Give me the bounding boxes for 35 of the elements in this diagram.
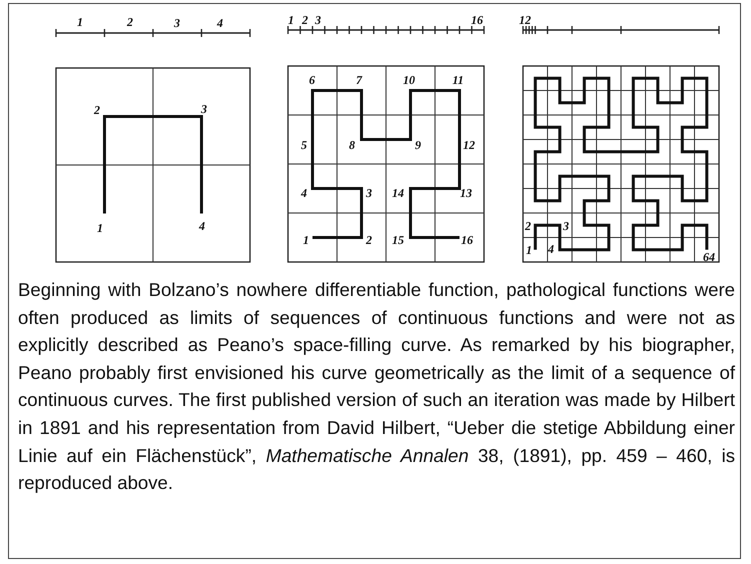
curve-point-number: 11 — [452, 74, 464, 86]
scale-number: 2 — [127, 16, 133, 28]
curve-point-number: 13 — [460, 187, 472, 199]
curve-point-number: 15 — [392, 234, 404, 246]
curve-point-number: 14 — [392, 187, 404, 199]
curve-point-number: 16 — [461, 234, 473, 246]
curve-point-number: 12 — [463, 139, 475, 151]
curve-point-number: 2 — [525, 220, 531, 232]
curve-point-number: 2 — [366, 234, 372, 246]
scale-number: 3 — [315, 14, 321, 26]
curve-point-number: 64 — [703, 251, 715, 263]
figure-caption: Beginning with Bolzano’s nowhere differentiable function, pathological functions were often produced as limits of sequences of continuous functions and were not as explicitly described as Peano’s space-filling curve. As remarked by his biographer, Peano probably first envisioned his curve geometrically as the limit of a sequence of continuous curves. The first published version of such an iteration was made by Hilbert in 1891 and his representation from David Hilbert, “Ueber die stetige Abbildung einer Linie auf ein Flächenstück”, Mathematische Annalen 38, (1891), pp. 459 – 460, is reproduced above. — [18, 278, 735, 496]
scale-number: 1 — [77, 16, 83, 28]
curve-point-number: 4 — [199, 220, 205, 232]
curve-point-number: 7 — [356, 74, 362, 86]
scale-number: 12 — [519, 14, 531, 26]
curve-point-number: 4 — [548, 243, 554, 255]
curve-point-number: 1 — [97, 222, 103, 234]
curve-point-number: 4 — [301, 187, 307, 199]
curve-point-number: 3 — [201, 103, 207, 115]
scale-number: 2 — [302, 14, 308, 26]
curve-point-number: 8 — [349, 139, 355, 151]
curve-point-number: 1 — [303, 234, 309, 246]
scale-number: 1 — [288, 14, 294, 26]
curve-point-number: 10 — [403, 74, 415, 86]
curve-point-number: 1 — [526, 244, 532, 256]
curve-point-number: 9 — [415, 139, 421, 151]
curve-point-number: 5 — [301, 139, 307, 151]
curve-point-number: 3 — [366, 187, 372, 199]
scale-number: 3 — [174, 17, 180, 29]
curve-point-number: 3 — [563, 220, 569, 232]
curve-point-number: 2 — [94, 104, 100, 116]
scale-number: 16 — [471, 14, 483, 26]
curve-point-number: 6 — [309, 74, 315, 86]
scale-number: 4 — [217, 17, 223, 29]
